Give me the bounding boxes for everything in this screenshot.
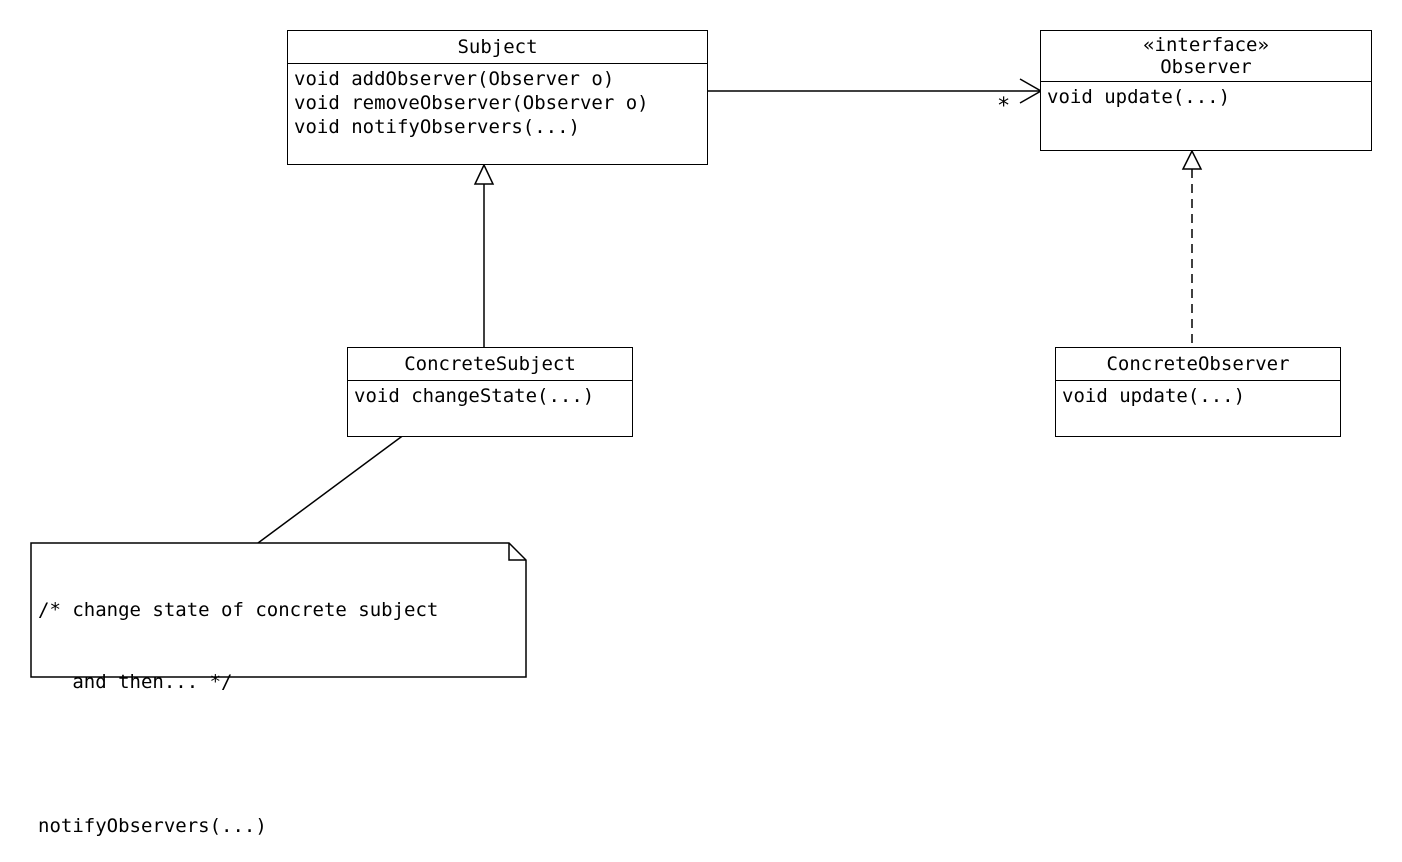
class-subject-header: Subject — [288, 31, 707, 64]
note-text: /* change state of concrete subject and … — [38, 550, 438, 862]
class-subject[interactable]: Subject void addObserver(Observer o) voi… — [287, 30, 708, 165]
association-multiplicity: * — [997, 94, 1011, 119]
class-observer-name: Observer — [1160, 56, 1252, 78]
note-line: notifyObservers(...) — [38, 815, 267, 837]
class-concrete-observer-name: ConcreteObserver — [1106, 353, 1290, 375]
operation: void update(...) — [1062, 385, 1246, 407]
class-concrete-subject[interactable]: ConcreteSubject void changeState(...) — [347, 347, 633, 437]
class-concrete-subject-name: ConcreteSubject — [404, 353, 576, 375]
operation: void notifyObservers(...) — [294, 116, 580, 138]
note-line: and then... */ — [38, 671, 233, 693]
class-observer-operations: void update(...) — [1041, 82, 1371, 112]
class-concrete-observer[interactable]: ConcreteObserver void update(...) — [1055, 347, 1341, 437]
class-concrete-observer-operations: void update(...) — [1056, 381, 1340, 411]
class-concrete-observer-header: ConcreteObserver — [1056, 348, 1340, 381]
note-shape — [30, 542, 527, 678]
note-line — [38, 742, 438, 766]
class-subject-name: Subject — [457, 36, 538, 58]
operation: void removeObserver(Observer o) — [294, 92, 649, 114]
class-concrete-subject-header: ConcreteSubject — [348, 348, 632, 381]
diagram-connectors — [30, 78, 1203, 678]
note-line: /* change state of concrete subject — [38, 599, 439, 621]
class-observer-stereotype: «interface» — [1143, 34, 1269, 56]
operation: void addObserver(Observer o) — [294, 68, 615, 90]
note-fold — [508, 543, 526, 561]
operation: void changeState(...) — [354, 385, 595, 407]
class-subject-operations: void addObserver(Observer o) void remove… — [288, 64, 707, 142]
generalization-arrowhead — [473, 163, 495, 185]
note-anchor-line — [257, 419, 425, 544]
class-observer[interactable]: «interface» Observer void update(...) — [1040, 30, 1372, 151]
class-observer-header: «interface» Observer — [1041, 31, 1371, 82]
realization-arrowhead — [1181, 149, 1203, 170]
class-concrete-subject-operations: void changeState(...) — [348, 381, 632, 411]
operation: void update(...) — [1047, 86, 1231, 108]
